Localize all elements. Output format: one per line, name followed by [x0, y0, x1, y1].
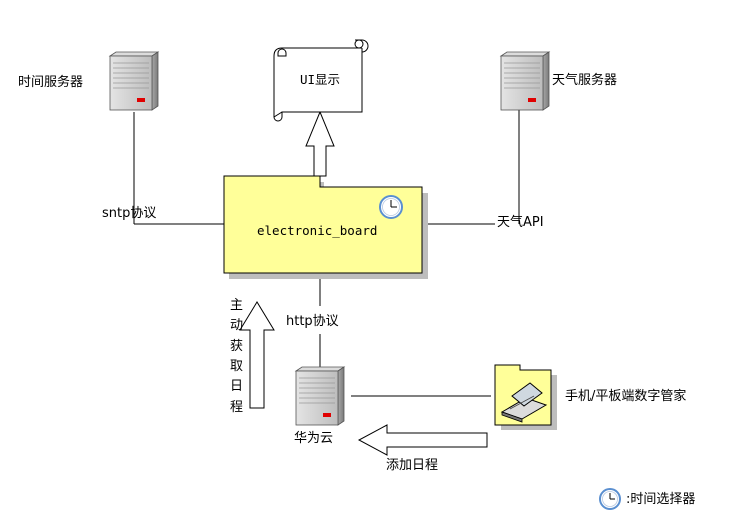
add-schedule-arrow	[357, 424, 488, 456]
connections	[133, 110, 520, 397]
clock-icon	[599, 488, 621, 510]
cloud-server: 华为云	[294, 366, 345, 446]
mobile-label: 手机/平板端数字管家	[565, 388, 686, 404]
legend: :时间选择器	[599, 488, 695, 510]
server-icon	[295, 366, 345, 426]
fetch-schedule-label: 主 动 获 取 日 程	[230, 298, 243, 415]
electronic-board: electronic_board	[223, 175, 428, 279]
fetch-schedule-char: 动	[230, 318, 243, 333]
add-schedule-label: 添加日程	[386, 458, 438, 473]
legend-text: :时间选择器	[626, 492, 695, 507]
weather-server: 天气服务器	[500, 51, 617, 111]
time-server: 时间服务器	[18, 51, 159, 111]
fetch-schedule-char: 获	[230, 339, 243, 354]
scanner-icon	[500, 382, 548, 423]
ui-display: UI显示	[273, 39, 369, 122]
fetch-schedule-char: 程	[230, 400, 243, 415]
ui-block-arrow	[305, 110, 335, 177]
server-icon	[109, 51, 159, 111]
clock-icon	[379, 195, 403, 219]
server-icon	[500, 51, 550, 111]
time-server-label: 时间服务器	[18, 74, 83, 90]
sntp-label: sntp协议	[102, 206, 156, 221]
mobile-client: 手机/平板端数字管家	[494, 364, 686, 430]
fetch-schedule-arrow	[239, 301, 275, 409]
cloud-label: 华为云	[294, 431, 333, 446]
fetch-schedule-char: 日	[230, 379, 243, 394]
board-label: electronic_board	[257, 223, 377, 238]
board-folder	[223, 175, 423, 274]
scroll-shape	[273, 47, 363, 122]
weather-api-label: 天气API	[497, 214, 544, 230]
http-label: http协议	[286, 314, 339, 329]
ui-display-label: UI显示	[300, 72, 340, 87]
weather-server-label: 天气服务器	[552, 72, 617, 88]
fetch-schedule-char: 取	[230, 359, 243, 374]
fetch-schedule-char: 主	[230, 298, 243, 313]
